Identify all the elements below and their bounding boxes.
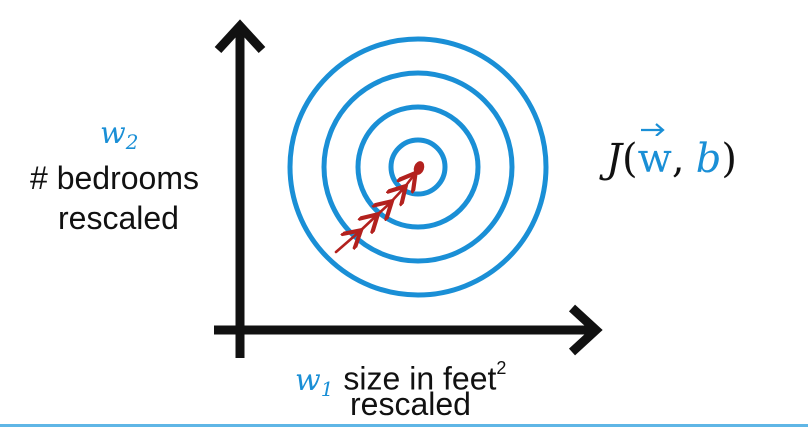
y-axis-label-line2: rescaled	[58, 200, 179, 236]
descent-step-1	[334, 232, 359, 254]
bottom-divider	[0, 424, 808, 427]
vector-arrow-icon	[640, 123, 665, 136]
cost-function-name: J	[606, 136, 623, 182]
cost-function-label: J(w, b)	[606, 123, 737, 184]
contour-ring-4	[287, 36, 549, 298]
x-axis-variable: w1	[295, 362, 333, 401]
cost-function-close-paren: )	[721, 136, 737, 182]
cost-function-open-paren: (	[622, 136, 638, 182]
x-axis-label-superscript: 2	[496, 358, 507, 378]
cost-function-bias: b	[695, 136, 722, 182]
descent-step-4	[390, 188, 404, 203]
contour-rings	[287, 36, 549, 298]
x-axis-arrowhead	[568, 304, 603, 356]
descent-step-5	[404, 175, 414, 188]
y-axis-label-line1: # bedrooms	[30, 160, 199, 196]
cost-function-vector-symbol: w	[637, 136, 672, 182]
contour-ring-1	[388, 137, 448, 197]
descent-step-2	[359, 216, 376, 232]
y-axis-variable-subscript: 2	[125, 130, 139, 154]
cost-function-weight-vector: w	[637, 123, 672, 184]
descent-path	[334, 175, 414, 254]
y-axis-variable-base: w	[100, 116, 126, 151]
x-axis-label: w1 size in feet2	[295, 352, 506, 403]
x-axis-variable-subscript: 1	[320, 376, 334, 401]
contour-ring-3	[321, 70, 515, 264]
x-axis-variable-base: w	[295, 362, 321, 398]
y-axis-arrowhead	[214, 19, 266, 54]
minimum-point	[413, 161, 425, 175]
x-axis-label-line1: size in feet	[343, 360, 497, 397]
axes	[214, 19, 603, 358]
x-axis-label-line2: rescaled	[350, 386, 471, 422]
cost-function-comma: ,	[671, 136, 685, 182]
y-axis-variable: w2	[100, 114, 138, 156]
contour-ring-2	[355, 104, 481, 230]
